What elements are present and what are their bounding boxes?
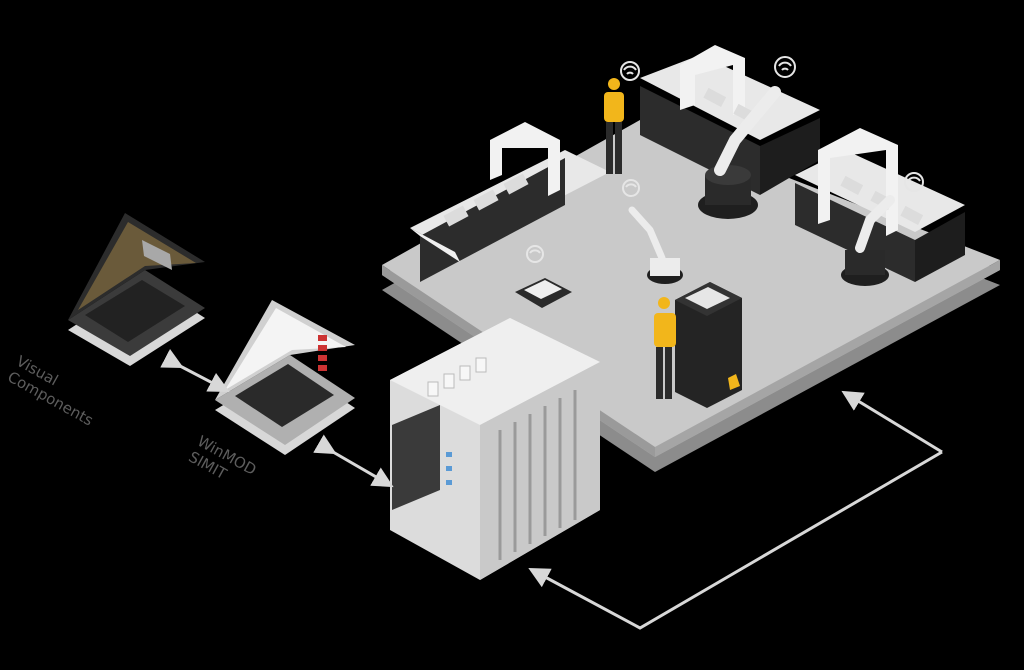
robot-arm-icon (841, 195, 895, 286)
warning-icon (728, 374, 740, 390)
wifi-icon (904, 172, 924, 192)
conveyor-left (410, 122, 610, 282)
worker-icon (604, 78, 624, 174)
laptop-icon (68, 213, 205, 366)
control-cabinet (675, 282, 742, 408)
robot-arm-icon (698, 86, 781, 219)
double-arrow-icon (313, 434, 394, 488)
conveyor-right (795, 128, 965, 282)
worker-icon (654, 297, 676, 399)
double-arrow-icon (160, 348, 230, 392)
laptop-icon (215, 300, 355, 455)
sensor-unit (515, 278, 572, 308)
mobile-robot-icon (628, 206, 683, 284)
wifi-icon (774, 56, 796, 78)
wifi-icon (622, 179, 640, 197)
wifi-icon (526, 245, 544, 263)
wifi-icon (620, 61, 640, 81)
plc-controller-icon (390, 318, 600, 580)
feedback-loop-line (528, 390, 943, 630)
